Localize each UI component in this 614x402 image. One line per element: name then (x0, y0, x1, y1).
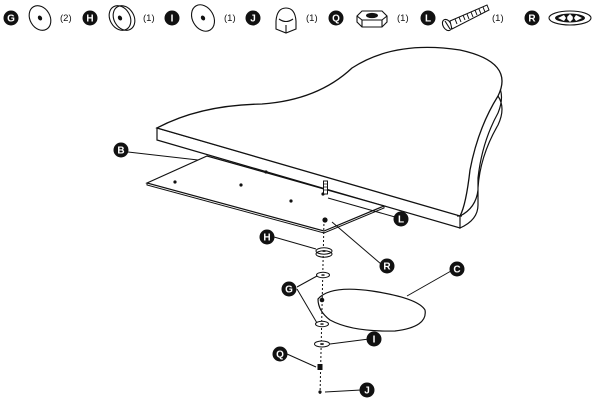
legend-item-l: L (1) (420, 4, 504, 32)
star-lock-washer-icon (548, 10, 592, 26)
hex-nut-icon (356, 10, 388, 28)
legend-qty: (1) (397, 13, 409, 24)
legend-item-j: J (1) (245, 7, 318, 34)
legend-qty: (1) (224, 13, 236, 24)
cap-nut-icon (275, 7, 297, 34)
legend-letter: I (171, 14, 174, 25)
legend-letter: Q (332, 14, 340, 25)
legend-qty: (2) (60, 13, 72, 24)
flat-head-screw-icon (441, 4, 490, 32)
letter-badge (3, 10, 19, 26)
callout-leaders (127, 151, 452, 393)
callout-b: B (113, 142, 129, 158)
flat-washer (315, 320, 329, 328)
flat-washer (316, 271, 330, 279)
callout-g: G (281, 281, 297, 297)
callout-letter: Q (276, 350, 284, 361)
legend-qty: (1) (306, 13, 318, 24)
callout-letter: L (398, 215, 404, 226)
callout-l: L (393, 211, 409, 227)
callout-r: R (379, 258, 395, 274)
callout-i: I (366, 331, 382, 347)
hex-nut (317, 364, 323, 370)
callout-j: J (359, 382, 375, 398)
letter-badge (245, 10, 261, 26)
legend-item-h: H (1) (82, 5, 155, 31)
hardware-stack (314, 219, 333, 397)
legend-qty: (1) (492, 13, 504, 24)
legend-item-g: G (2) (3, 5, 72, 31)
legend-letter: L (425, 14, 431, 25)
legend-item-i: I (1) (164, 4, 236, 32)
callout-letter: H (263, 233, 270, 244)
letter-badge (164, 10, 180, 26)
swivel-seat (317, 288, 426, 332)
callout-letter: R (383, 262, 391, 273)
legend-letter: R (528, 14, 536, 25)
letter-badge (328, 10, 344, 26)
legend-qty: (1) (143, 13, 155, 24)
flat-washer-icon (28, 5, 52, 31)
letter-badge (420, 10, 436, 26)
letter-badge (82, 10, 98, 26)
piano-tabletop (155, 46, 503, 229)
legend-item-r: R (524, 10, 592, 26)
callout-letter: B (117, 146, 124, 157)
screw-shaft (323, 180, 328, 195)
large-washer-icon (190, 4, 216, 32)
callout-letter: C (453, 265, 460, 276)
legend-letter: J (250, 14, 256, 25)
legend-letter: G (7, 14, 15, 25)
legend-letter: H (86, 14, 93, 25)
callout-letter: I (373, 335, 376, 346)
thick-washer (315, 247, 333, 258)
cap-nut (318, 390, 322, 394)
callout-c: C (449, 261, 465, 277)
legend-item-q: Q (1) (328, 10, 409, 28)
parts-legend: G (2) H (1) I (1) (3, 4, 592, 34)
callout-q: Q (272, 346, 288, 362)
thick-washer-icon (108, 5, 136, 31)
callout-letter: J (364, 386, 370, 397)
large-washer (314, 340, 330, 348)
callout-h: H (259, 229, 275, 245)
callout-letter: G (285, 285, 293, 296)
letter-badge (524, 10, 540, 26)
